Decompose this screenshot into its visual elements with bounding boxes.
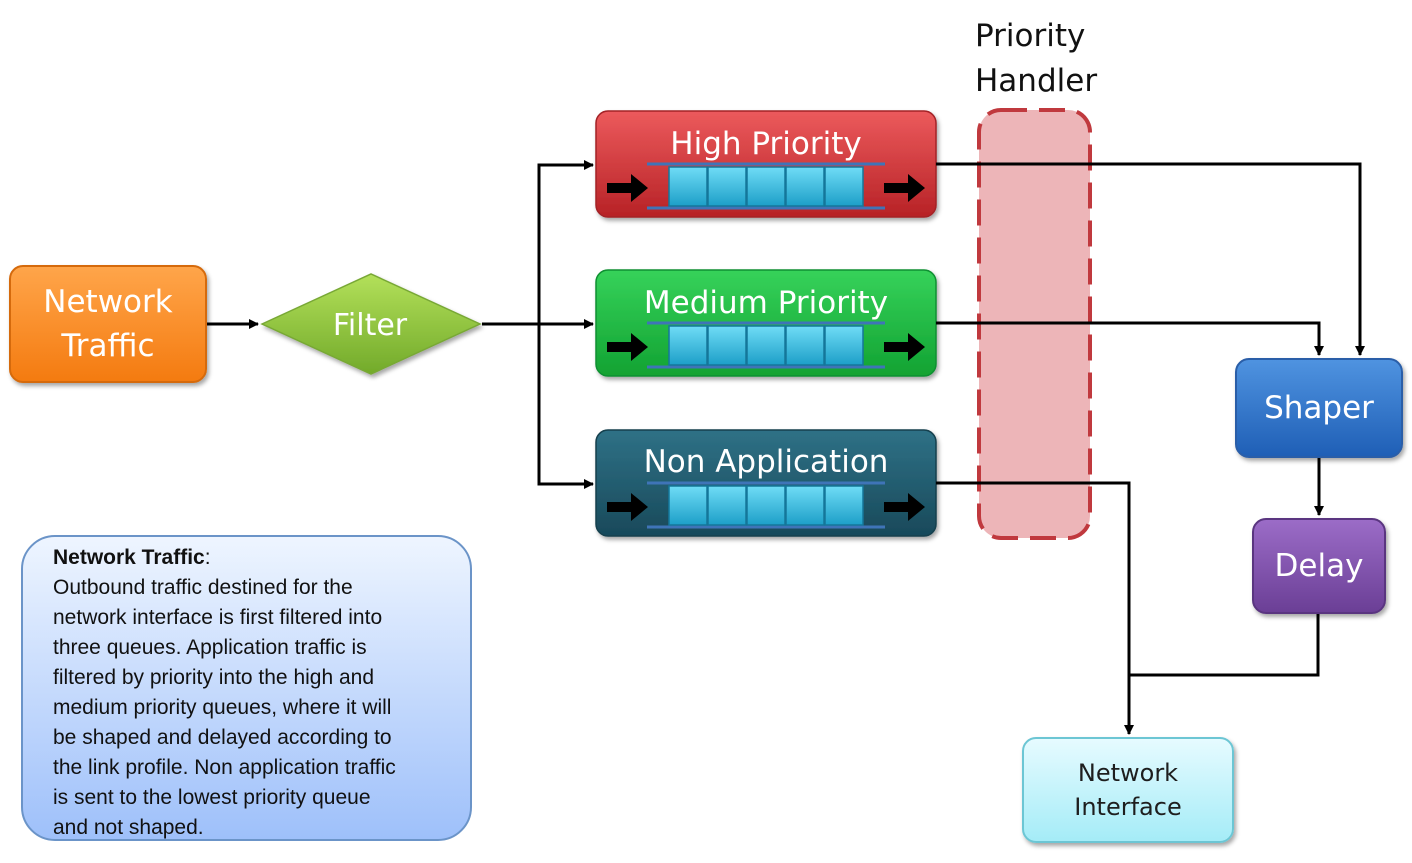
note-line: three queues. Application traffic is [53, 636, 367, 659]
queue-cell [746, 166, 786, 207]
connector-medium-to-shaper [936, 321, 1324, 356]
note-callout: Network Traffic: Outbound traffic destin… [21, 535, 472, 841]
note-line: be shaped and delayed according to [53, 726, 392, 749]
queue-cell [824, 485, 864, 526]
network-interface-node: Network Interface [1022, 737, 1234, 843]
shaper-label: Shaper [1264, 390, 1374, 426]
queue-cell [707, 325, 747, 366]
connector-nonapp-to-interface [936, 481, 1134, 735]
queue-cell [668, 166, 708, 207]
queue-cell [668, 485, 708, 526]
note-line: and not shaped. [53, 816, 204, 839]
shaper-node: Shaper [1235, 358, 1403, 458]
queue-cell [785, 325, 825, 366]
note-heading-suffix: : [204, 546, 211, 569]
queue-cell [707, 166, 747, 207]
note-line: medium priority queues, where it will [53, 696, 392, 719]
queue-in-arrow-icon [607, 333, 648, 361]
note-body: Outbound traffic destined for the network… [53, 573, 450, 843]
connector-high-to-shaper [936, 162, 1365, 356]
queue-internals [607, 162, 925, 529]
network-traffic-label: Network Traffic [43, 284, 173, 364]
queue-cell [746, 325, 786, 366]
network-interface-label: Network Interface [1074, 759, 1182, 821]
filter-label: Filter [332, 307, 408, 343]
queue-cell [668, 325, 708, 366]
delay-label: Delay [1274, 548, 1364, 584]
connector-filter-to-queues [482, 160, 594, 326]
note-heading: Network Traffic [53, 546, 205, 569]
queue-out-arrow-icon [884, 493, 925, 521]
queue-cell [785, 166, 825, 207]
queue-in-arrow-icon [607, 493, 648, 521]
queue-out-arrow-icon [884, 174, 925, 202]
note-line: filtered by priority into the high and [53, 666, 375, 689]
connector-filter-to-nonapp [537, 324, 594, 489]
queue-cell [824, 325, 864, 366]
queue-cell [824, 166, 864, 207]
network-traffic-node: Network Traffic [9, 265, 207, 383]
note-line: Outbound traffic destined for the [53, 576, 353, 599]
queue-cell [785, 485, 825, 526]
queue-title-high: High Priority [670, 126, 862, 162]
priority-handler-title: Priority Handler [975, 18, 1098, 99]
queue-title-medium: Medium Priority [643, 285, 889, 321]
queue-in-arrow-icon [607, 174, 648, 202]
queue-cell [746, 485, 786, 526]
connector-delay-to-interface [1129, 614, 1320, 677]
note-line: the link profile. Non application traffi… [53, 756, 396, 779]
delay-node: Delay [1252, 518, 1386, 614]
queue-cell [707, 485, 747, 526]
note-line: network interface is first filtered into [53, 606, 383, 629]
queue-out-arrow-icon [884, 333, 925, 361]
queue-title-nonapp: Non Application [643, 444, 889, 480]
note-heading-line: Network Traffic: [53, 543, 450, 573]
filter-diamond [260, 273, 482, 375]
note-line: is sent to the lowest priority queue [53, 786, 371, 809]
